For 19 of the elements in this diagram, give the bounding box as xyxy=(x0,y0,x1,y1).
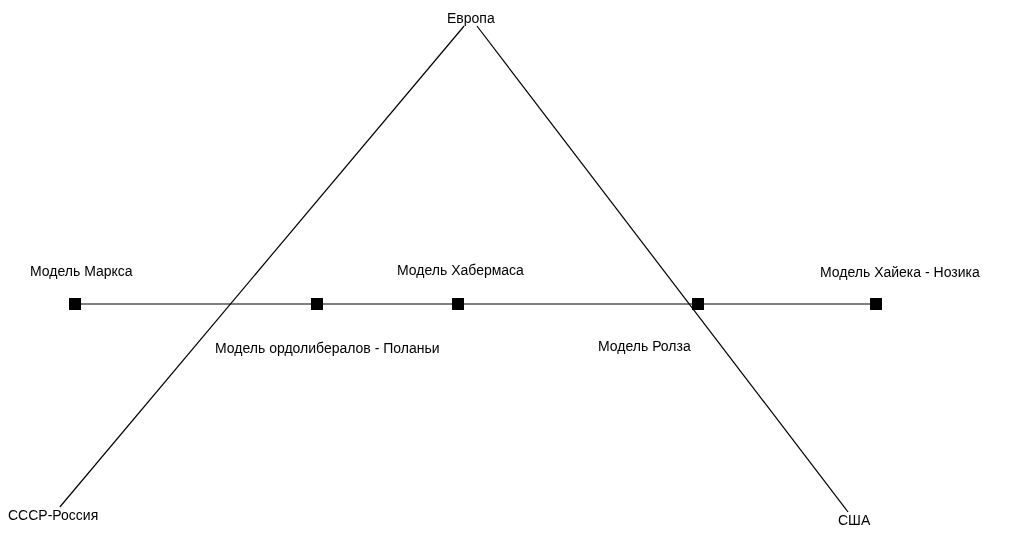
model-label: Модель Маркса xyxy=(30,263,133,279)
line xyxy=(59,25,465,508)
point-marker xyxy=(692,298,704,310)
region-label: Европа xyxy=(447,10,495,26)
region-label: США xyxy=(838,512,871,528)
point-marker xyxy=(311,298,323,310)
line xyxy=(80,303,312,305)
model-label: Модель Хабермаса xyxy=(397,262,524,278)
model-label: Модель Хайека - Нозика xyxy=(820,264,980,280)
region-label: СССР-Россия xyxy=(8,507,99,523)
model-label: Модель Ролза xyxy=(598,338,691,354)
point-marker xyxy=(870,298,882,310)
point-marker xyxy=(69,298,81,310)
point-marker xyxy=(452,298,464,310)
line xyxy=(476,25,849,513)
line xyxy=(463,303,693,305)
line xyxy=(322,303,453,305)
line xyxy=(703,303,871,305)
model-label: Модель ордолибералов - Поланьи xyxy=(215,340,440,356)
